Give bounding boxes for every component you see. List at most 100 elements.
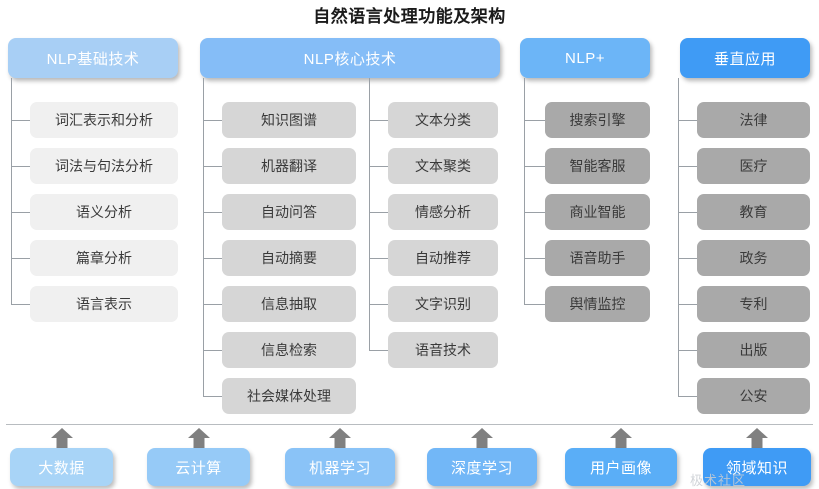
connector-stub [369, 350, 388, 351]
node-vertical-apps-4[interactable]: 专利 [697, 286, 810, 322]
node-label: 公安 [739, 388, 768, 404]
connector-trunk-nlp-core-b [369, 78, 370, 350]
connector-trunk-vertical-apps [678, 78, 679, 396]
header-label: 垂直应用 [713, 50, 776, 68]
connector-stub [203, 396, 222, 397]
node-label: 舆情监控 [569, 296, 626, 312]
node-label: 自动问答 [261, 204, 317, 220]
node-label: 语言表示 [76, 296, 132, 312]
connector-stub [524, 212, 545, 213]
connector-stub [678, 258, 697, 259]
header-box-nlp-basic[interactable]: NLP基础技术 [8, 38, 178, 78]
node-nlp-core-a-1[interactable]: 机器翻译 [222, 148, 356, 184]
node-nlp-plus-0[interactable]: 搜索引擎 [545, 102, 650, 138]
node-nlp-plus-4[interactable]: 舆情监控 [545, 286, 650, 322]
node-label: 政务 [739, 250, 768, 266]
header-label: NLP核心技术 [303, 50, 397, 68]
connector-stub [524, 258, 545, 259]
node-nlp-core-b-0[interactable]: 文本分类 [388, 102, 498, 138]
node-nlp-core-b-4[interactable]: 文字识别 [388, 286, 498, 322]
connector-stub [369, 212, 388, 213]
watermark: 极术社区 [690, 473, 747, 488]
node-label: 专利 [739, 296, 768, 312]
connector-stub [678, 120, 697, 121]
node-nlp-plus-3[interactable]: 语音助手 [545, 240, 650, 276]
header-box-nlp-core-a[interactable]: NLP核心技术 [200, 38, 500, 78]
connector-stub [524, 166, 545, 167]
up-arrow-icon [328, 427, 352, 449]
node-nlp-core-a-0[interactable]: 知识图谱 [222, 102, 356, 138]
node-nlp-plus-2[interactable]: 商业智能 [545, 194, 650, 230]
node-vertical-apps-1[interactable]: 医疗 [697, 148, 810, 184]
foundation-box-4[interactable]: 用户画像 [565, 448, 677, 486]
node-label: 信息抽取 [261, 296, 317, 312]
header-box-vertical-apps[interactable]: 垂直应用 [680, 38, 810, 78]
connector-stub [369, 120, 388, 121]
connector-stub [11, 258, 30, 259]
node-vertical-apps-3[interactable]: 政务 [697, 240, 810, 276]
foundation-divider [6, 424, 813, 425]
connector-stub [369, 258, 388, 259]
foundation-box-0[interactable]: 大数据 [10, 448, 113, 486]
foundation-label: 领域知识 [725, 459, 788, 477]
foundation-box-3[interactable]: 深度学习 [427, 448, 537, 486]
connector-stub [11, 212, 30, 213]
connector-stub [369, 166, 388, 167]
node-nlp-core-b-1[interactable]: 文本聚类 [388, 148, 498, 184]
foundation-label: 大数据 [38, 459, 85, 477]
connector-stub [678, 212, 697, 213]
connector-stub [203, 166, 222, 167]
node-label: 信息检索 [261, 342, 317, 358]
node-label: 自动摘要 [261, 250, 317, 266]
connector-stub [203, 304, 222, 305]
node-nlp-basic-3[interactable]: 篇章分析 [30, 240, 178, 276]
node-label: 社会媒体处理 [247, 388, 331, 404]
header-box-nlp-plus[interactable]: NLP+ [520, 38, 650, 78]
node-nlp-core-a-4[interactable]: 信息抽取 [222, 286, 356, 322]
node-label: 文本聚类 [415, 158, 471, 174]
connector-trunk-nlp-core-a [203, 78, 204, 396]
node-nlp-basic-4[interactable]: 语言表示 [30, 286, 178, 322]
node-label: 教育 [739, 204, 768, 220]
node-label: 情感分析 [415, 204, 471, 220]
connector-trunk-nlp-plus [524, 78, 525, 304]
node-nlp-core-a-6[interactable]: 社会媒体处理 [222, 378, 356, 414]
connector-stub [369, 304, 388, 305]
foundation-box-5[interactable]: 领域知识 [703, 448, 811, 486]
connector-stub [203, 212, 222, 213]
node-label: 语义分析 [76, 204, 132, 220]
node-nlp-core-a-2[interactable]: 自动问答 [222, 194, 356, 230]
foundation-box-1[interactable]: 云计算 [147, 448, 250, 486]
node-nlp-core-b-2[interactable]: 情感分析 [388, 194, 498, 230]
connector-stub [524, 304, 545, 305]
node-label: 自动推荐 [415, 250, 471, 266]
node-nlp-core-a-3[interactable]: 自动摘要 [222, 240, 356, 276]
connector-stub [678, 304, 697, 305]
node-nlp-basic-2[interactable]: 语义分析 [30, 194, 178, 230]
node-label: 医疗 [739, 158, 768, 174]
connector-stub [678, 166, 697, 167]
node-nlp-core-a-5[interactable]: 信息检索 [222, 332, 356, 368]
node-nlp-basic-1[interactable]: 词法与句法分析 [30, 148, 178, 184]
node-vertical-apps-0[interactable]: 法律 [697, 102, 810, 138]
header-label: NLP+ [565, 49, 605, 67]
node-label: 语音助手 [569, 250, 626, 266]
up-arrow-icon [470, 427, 494, 449]
node-nlp-plus-1[interactable]: 智能客服 [545, 148, 650, 184]
node-vertical-apps-6[interactable]: 公安 [697, 378, 810, 414]
node-label: 商业智能 [569, 204, 626, 220]
node-vertical-apps-5[interactable]: 出版 [697, 332, 810, 368]
connector-stub [678, 396, 697, 397]
node-label: 法律 [739, 112, 768, 128]
node-nlp-core-b-3[interactable]: 自动推荐 [388, 240, 498, 276]
connector-stub [203, 120, 222, 121]
node-label: 机器翻译 [261, 158, 317, 174]
node-vertical-apps-2[interactable]: 教育 [697, 194, 810, 230]
connector-stub [11, 166, 30, 167]
node-nlp-basic-0[interactable]: 词汇表示和分析 [30, 102, 178, 138]
node-label: 语音技术 [415, 342, 471, 358]
foundation-box-2[interactable]: 机器学习 [285, 448, 395, 486]
node-label: 知识图谱 [261, 112, 317, 128]
node-nlp-core-b-5[interactable]: 语音技术 [388, 332, 498, 368]
connector-trunk-nlp-basic [11, 78, 12, 304]
